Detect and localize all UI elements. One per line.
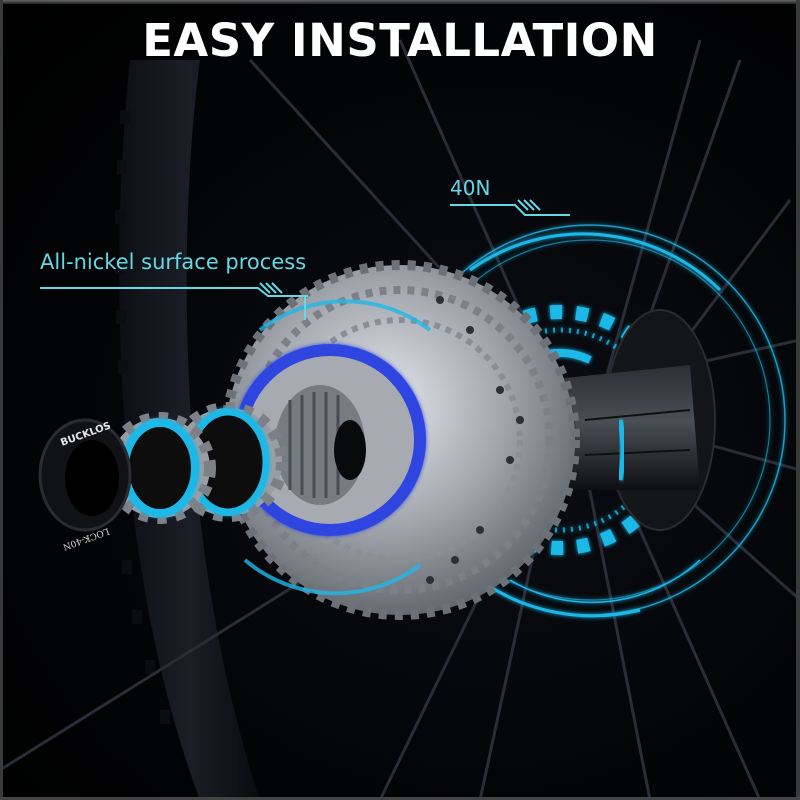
frame-edge-right (796, 0, 800, 800)
lockring: BUCKLOS LOCK-40N (38, 418, 132, 551)
callout-lines (40, 199, 570, 320)
small-cogs (104, 402, 288, 524)
cassette-cogs (220, 260, 580, 620)
callout-surface-process: All-nickel surface process (40, 250, 307, 274)
headline: EASY INSTALLATION (142, 14, 658, 67)
callout-torque: 40N (450, 176, 491, 200)
frame-edge-left (0, 0, 3, 800)
